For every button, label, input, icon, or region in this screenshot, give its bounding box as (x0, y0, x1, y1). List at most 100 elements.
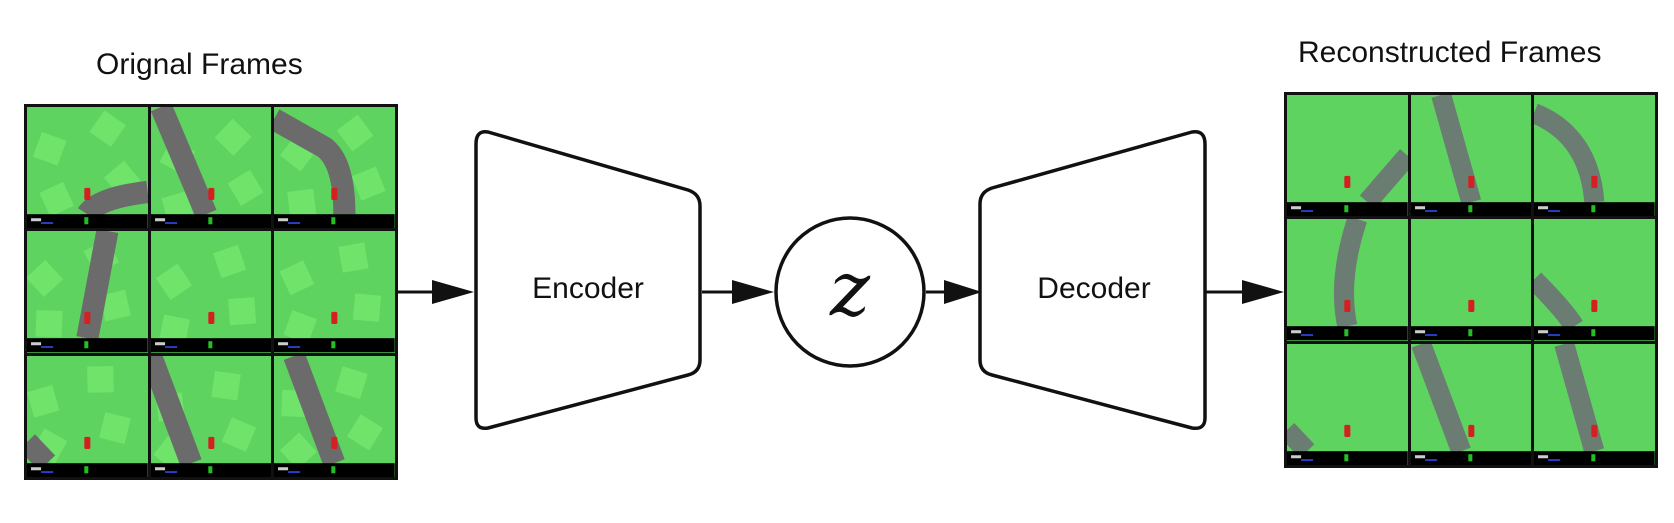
game-frame-tile (1534, 343, 1655, 465)
grass-patch (283, 310, 318, 345)
game-frame-tile (27, 107, 148, 229)
speed-indicator-icon (84, 465, 89, 473)
road-segment (274, 109, 356, 215)
car-icon (1344, 175, 1351, 189)
car-icon (84, 312, 91, 325)
speed-indicator-icon (84, 217, 89, 225)
reconstructed-frames-grid (1284, 92, 1658, 468)
grass-patch (351, 166, 386, 201)
grass-patch (221, 416, 256, 452)
car-icon (1344, 300, 1351, 313)
decoder-label: Decoder (1037, 272, 1151, 305)
grass-patch (87, 365, 114, 393)
grass-patch (280, 432, 318, 470)
car-icon (1591, 424, 1598, 437)
speed-indicator-icon (1591, 205, 1596, 213)
speed-indicator-icon (1344, 329, 1349, 337)
arrow-z-to-decoder (926, 280, 982, 304)
grass-patch (337, 114, 374, 152)
speed-indicator-icon (331, 341, 336, 349)
game-frame-tile (1287, 219, 1408, 341)
game-frame-tile (274, 231, 395, 353)
speed-indicator-icon (1467, 453, 1472, 461)
grass-patch (212, 245, 246, 279)
road-segment (1333, 219, 1367, 329)
grass-patch (99, 290, 131, 322)
encoder-block (474, 130, 702, 431)
arrow-orig-to-encoder (398, 280, 474, 304)
grass-patch (214, 118, 252, 156)
grass-patch (27, 384, 60, 418)
game-frame-tile (1287, 343, 1408, 465)
original-frames-grid (24, 104, 398, 480)
grass-patch (347, 413, 384, 451)
grass-patch (210, 370, 241, 401)
game-frame-tile (27, 355, 148, 477)
road-segment (1359, 149, 1408, 209)
latent-z-label: z (829, 243, 871, 333)
game-frame-tile (150, 231, 272, 353)
grass-patch (335, 365, 369, 399)
game-frame-tile (1287, 95, 1408, 217)
road-segment (76, 231, 119, 341)
car-icon (1591, 300, 1598, 313)
arrow-decoder-to-recon (1206, 280, 1284, 304)
game-frame-tile (274, 107, 395, 229)
road-segment (1534, 272, 1584, 333)
road-segment (150, 107, 217, 219)
grass-patch (279, 260, 315, 296)
grass-patch (158, 314, 190, 346)
speed-indicator-icon (331, 217, 336, 225)
grass-patch (99, 411, 131, 444)
grass-patch (227, 297, 256, 326)
car-icon (331, 312, 338, 325)
road-segment (27, 433, 56, 471)
car-icon (1467, 424, 1475, 437)
game-frame-tile (274, 355, 395, 477)
game-frame-tile (1534, 95, 1655, 217)
game-frame-tile (150, 107, 272, 229)
car-icon (1467, 175, 1475, 189)
decoder-block (978, 130, 1207, 431)
game-frame-tile (27, 231, 148, 353)
car-icon (1591, 175, 1598, 189)
speed-indicator-icon (207, 217, 212, 225)
game-frame-tile (1410, 343, 1532, 465)
road-segment (1411, 343, 1471, 455)
speed-indicator-icon (84, 341, 89, 349)
car-icon (207, 187, 215, 201)
car-icon (207, 436, 215, 449)
speed-indicator-icon (331, 465, 336, 473)
car-icon (84, 187, 91, 201)
road-segment (150, 355, 202, 467)
arrow-encoder-to-z (702, 280, 774, 304)
speed-indicator-icon (1344, 205, 1349, 213)
grass-patch (155, 263, 192, 301)
game-frame-tile (1410, 95, 1532, 217)
grass-patch (27, 260, 64, 298)
grass-patch (39, 181, 75, 217)
grass-patch (287, 188, 317, 219)
game-frame-tile (150, 355, 272, 477)
grass-patch (35, 310, 63, 338)
grass-patch (338, 242, 369, 274)
speed-indicator-icon (207, 465, 212, 473)
speed-indicator-icon (1467, 205, 1472, 213)
road-segment (284, 355, 346, 467)
grass-patch (89, 110, 126, 147)
speed-indicator-icon (1591, 453, 1596, 461)
grass-patch (32, 131, 67, 166)
car-icon (207, 312, 215, 325)
latent-circle (774, 216, 926, 368)
car-icon (84, 436, 91, 449)
car-icon (331, 436, 338, 449)
speed-indicator-icon (1344, 453, 1349, 461)
speed-indicator-icon (1467, 329, 1472, 337)
road-segment (77, 180, 148, 222)
game-frame-tile (1410, 219, 1532, 341)
road-segment (1287, 422, 1315, 458)
speed-indicator-icon (1591, 329, 1596, 337)
road-segment (1554, 343, 1605, 454)
car-icon (1344, 424, 1351, 437)
